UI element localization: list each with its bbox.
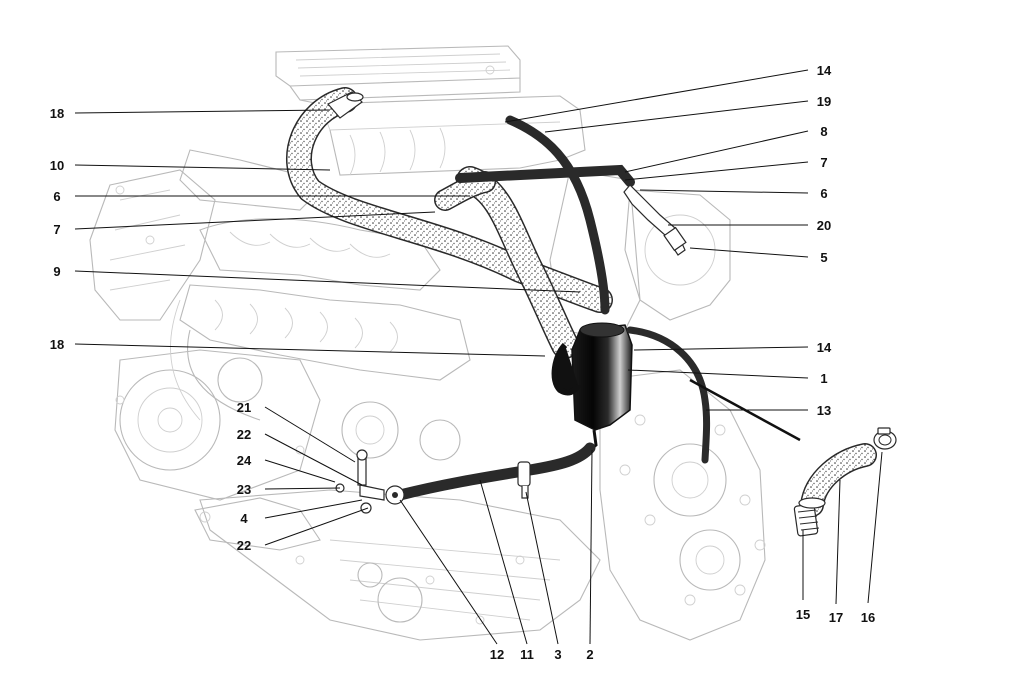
- callout-22: 22: [237, 427, 251, 442]
- callout-6-right: 6: [820, 186, 827, 201]
- callout-12: 12: [490, 647, 504, 662]
- callout-10: 10: [50, 158, 64, 173]
- callout-18-lower: 18: [50, 337, 64, 352]
- callout-2: 2: [586, 647, 593, 662]
- callout-4: 4: [240, 511, 248, 526]
- callout-16: 16: [861, 610, 875, 625]
- callout-13: 13: [817, 403, 831, 418]
- callout-6: 6: [53, 189, 60, 204]
- callout-14: 14: [817, 63, 832, 78]
- callout-9: 9: [53, 264, 60, 279]
- callout-labels: 18 10 6 7 9 18 21 22 24 23 4 22 14 19 8 …: [50, 63, 875, 662]
- callout-5: 5: [820, 250, 827, 265]
- breather-hose-assembly: [286, 87, 897, 537]
- callout-3: 3: [554, 647, 561, 662]
- callout-11: 11: [520, 647, 534, 662]
- callout-19: 19: [817, 94, 831, 109]
- callout-15: 15: [796, 607, 810, 622]
- callout-7-right: 7: [820, 155, 827, 170]
- callout-20: 20: [817, 218, 831, 233]
- callout-18: 18: [50, 106, 64, 121]
- leader-lines: [74, 69, 883, 645]
- callout-14-lower: 14: [817, 340, 832, 355]
- callout-22-lower: 22: [237, 538, 251, 553]
- callout-23: 23: [237, 482, 251, 497]
- callout-8: 8: [820, 124, 827, 139]
- callout-7: 7: [53, 222, 60, 237]
- callout-21: 21: [237, 400, 251, 415]
- callout-1: 1: [820, 371, 827, 386]
- callout-24: 24: [237, 453, 252, 468]
- callout-17: 17: [829, 610, 843, 625]
